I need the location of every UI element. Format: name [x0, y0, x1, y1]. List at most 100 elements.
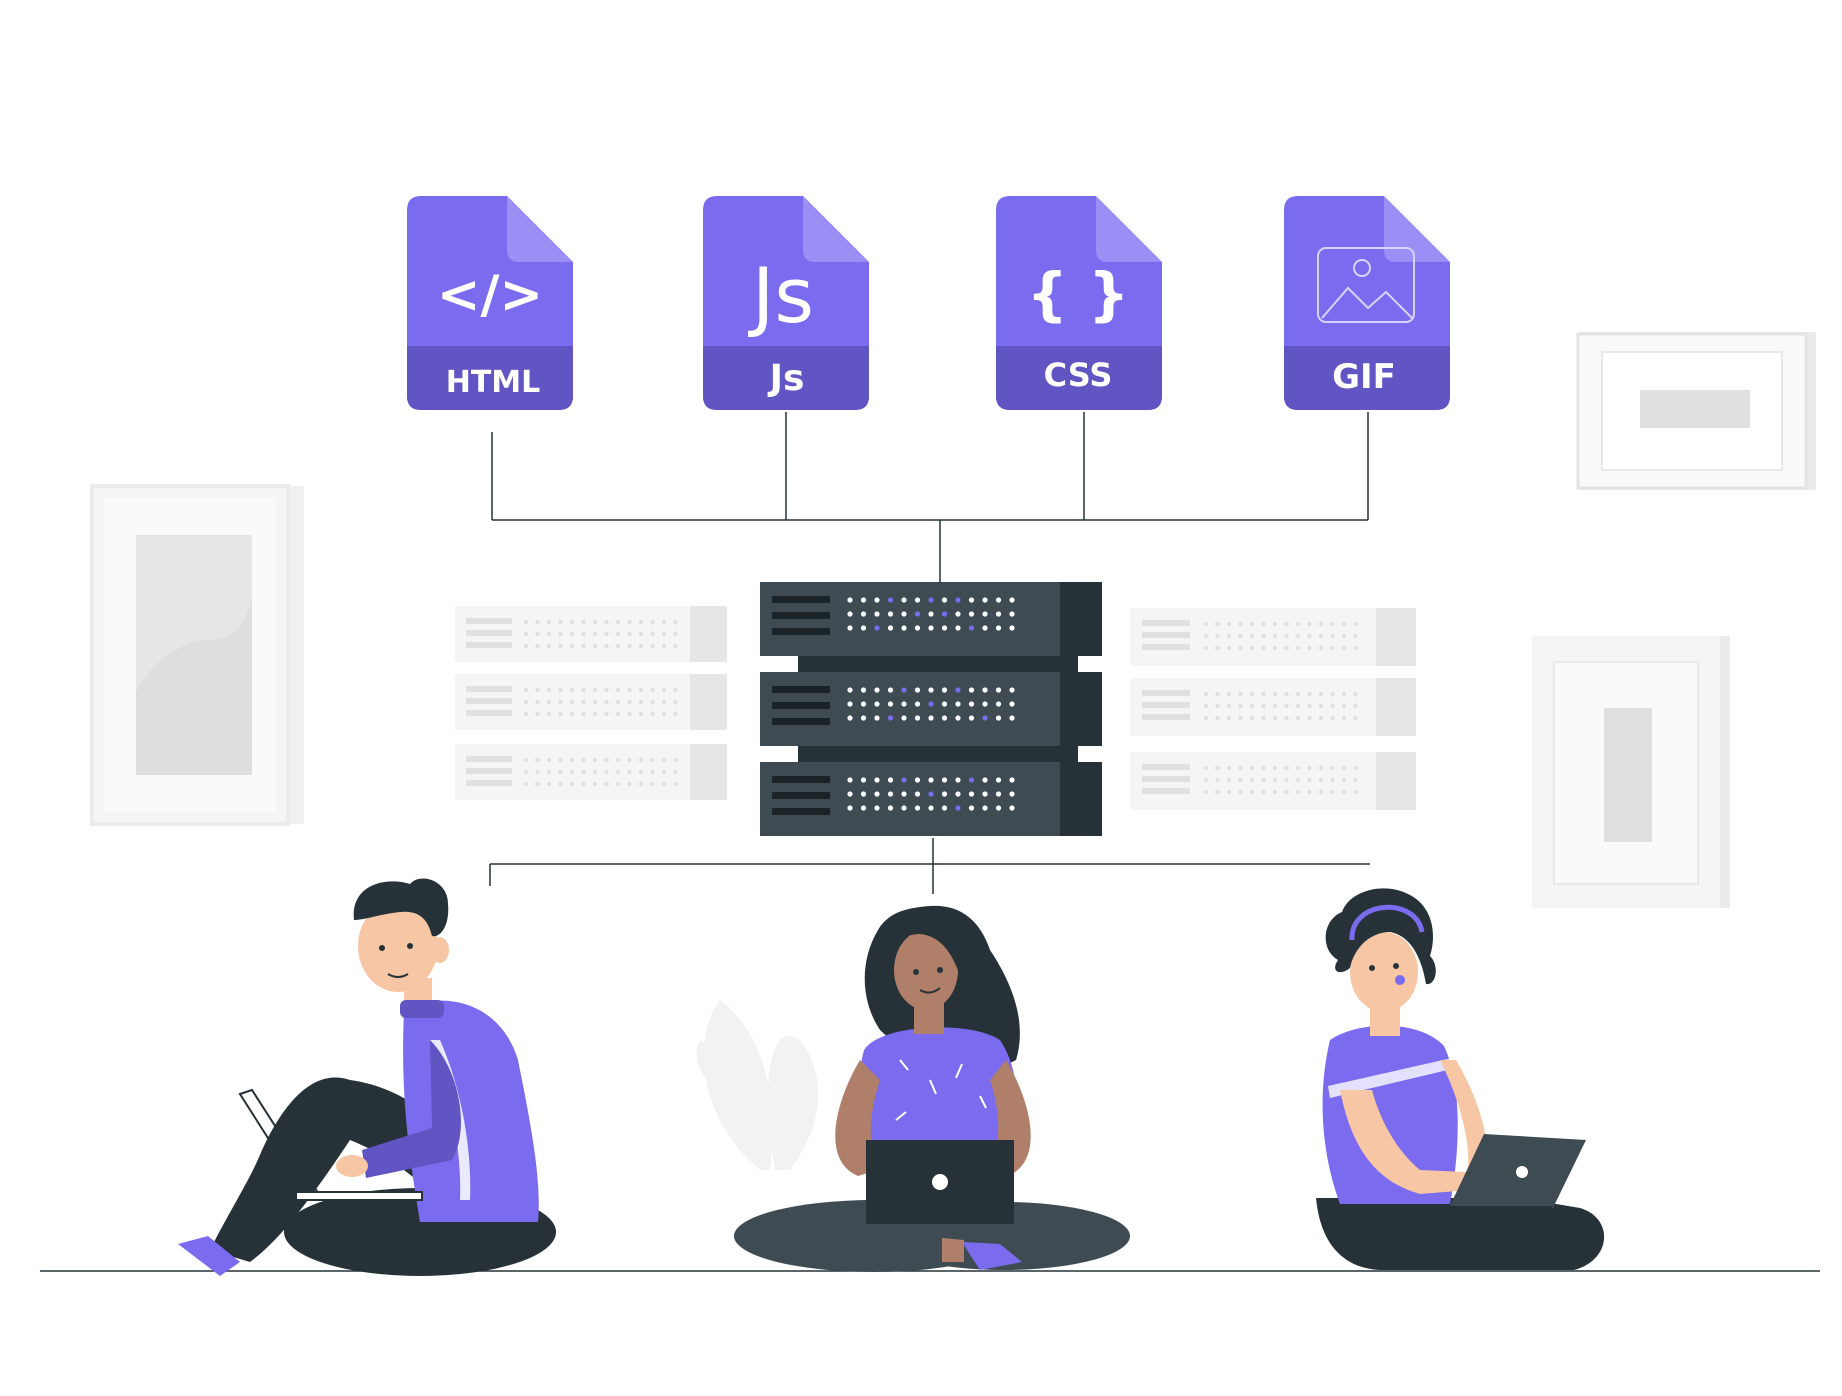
led-dot — [546, 619, 552, 625]
server-rack-right — [1130, 608, 1416, 810]
file-icons: </> HTML Js Js { } CSS — [407, 196, 1450, 410]
led-dot — [1330, 645, 1335, 651]
led-dot — [1284, 715, 1289, 721]
led-dot — [982, 777, 988, 783]
led-dot — [874, 611, 880, 617]
led-dot — [860, 715, 867, 721]
led-dot — [995, 805, 1002, 811]
led-dot — [569, 687, 575, 693]
led-dot — [661, 631, 667, 637]
led-dot — [615, 699, 621, 705]
led-dot — [627, 631, 632, 637]
led-dot — [914, 611, 921, 617]
code-icon: </> — [437, 265, 543, 325]
led-dot — [1226, 789, 1232, 795]
led-dot — [673, 769, 678, 775]
led-dot — [1261, 703, 1266, 709]
led-dot — [995, 611, 1002, 617]
led-dot — [1284, 621, 1289, 627]
led-dot — [941, 687, 948, 693]
led-dot — [982, 805, 988, 811]
led-dot — [546, 757, 552, 763]
led-dot — [1295, 645, 1301, 651]
led-dot — [535, 631, 540, 637]
led-dot — [901, 687, 907, 693]
led-dot — [615, 711, 621, 717]
led-dot — [638, 687, 644, 693]
led-dot — [860, 701, 867, 707]
led-dot — [928, 791, 934, 797]
js-file-icon: Js Js — [703, 196, 869, 410]
led-dot — [569, 757, 575, 763]
led-dot — [1226, 621, 1232, 627]
picture-frame-left — [90, 484, 304, 826]
led-dot — [661, 757, 667, 763]
led-dot — [1203, 715, 1209, 721]
led-dot — [874, 597, 880, 603]
led-dot — [1353, 691, 1358, 697]
led-dot — [860, 805, 867, 811]
led-dot — [955, 777, 961, 783]
led-dot — [901, 715, 907, 721]
led-dot — [1307, 789, 1312, 795]
led-dot — [901, 791, 907, 797]
led-dot — [1215, 715, 1220, 721]
led-dot — [1226, 691, 1232, 697]
led-dot — [955, 687, 961, 693]
led-dot — [1215, 621, 1220, 627]
led-dot — [1341, 621, 1347, 627]
led-dot — [1203, 645, 1209, 651]
led-dot — [995, 597, 1002, 603]
led-dot — [1203, 703, 1209, 709]
led-dot — [1307, 703, 1312, 709]
led-dot — [1341, 777, 1347, 783]
led-dot — [1330, 703, 1335, 709]
led-dot — [847, 597, 853, 603]
led-dot — [1330, 715, 1335, 721]
led-dot — [955, 625, 961, 631]
led-dot — [914, 715, 921, 721]
led-dot — [627, 687, 632, 693]
led-dot — [569, 769, 575, 775]
led-dot — [941, 611, 948, 617]
led-dot — [592, 699, 598, 705]
led-dot — [650, 769, 655, 775]
led-dot — [627, 711, 632, 717]
js-icon: Js — [748, 251, 814, 340]
led-dot — [1249, 703, 1255, 709]
led-dot — [650, 757, 655, 763]
led-dot — [650, 711, 655, 717]
led-dot — [1272, 691, 1278, 697]
led-dot — [638, 711, 644, 717]
led-dot — [955, 791, 961, 797]
led-dot — [523, 769, 529, 775]
led-dot — [673, 619, 678, 625]
led-dot — [1307, 621, 1312, 627]
led-dot — [995, 791, 1002, 797]
led-dot — [968, 597, 975, 603]
led-dot — [1341, 703, 1347, 709]
led-dot — [955, 805, 961, 811]
led-dot — [1353, 621, 1358, 627]
led-dot — [874, 715, 880, 721]
person-man-laptop — [178, 878, 556, 1276]
led-dot — [1203, 765, 1209, 771]
led-dot — [546, 769, 552, 775]
led-dot — [546, 643, 552, 649]
led-dot — [1238, 777, 1243, 783]
led-dot — [535, 769, 540, 775]
html-file-label: HTML — [446, 365, 541, 400]
led-dot — [558, 687, 563, 693]
led-dot — [592, 781, 598, 787]
led-dot — [847, 715, 853, 721]
led-dot — [1238, 633, 1243, 639]
led-dot — [650, 643, 655, 649]
led-dot — [1353, 703, 1358, 709]
led-dot — [1341, 789, 1347, 795]
led-dot — [941, 805, 948, 811]
led-dot — [1272, 703, 1278, 709]
led-dot — [1238, 765, 1243, 771]
led-dot — [874, 791, 880, 797]
led-dot — [615, 643, 621, 649]
